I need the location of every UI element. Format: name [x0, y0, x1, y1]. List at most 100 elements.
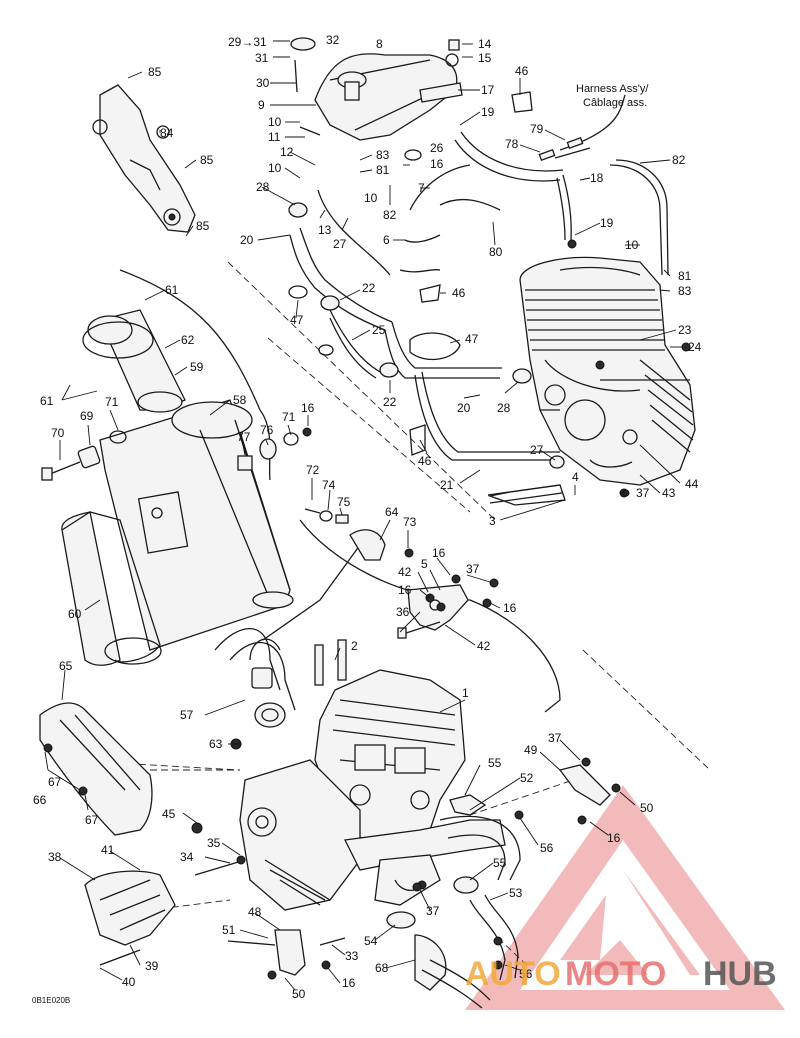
callout-20: 20 [457, 401, 471, 415]
callout-69: 69 [80, 409, 94, 423]
watermark-text: AUTO MOTO HUB [465, 955, 777, 993]
engine-lower [239, 669, 506, 911]
callout-11: 11 [268, 130, 281, 144]
callout-70: 70 [51, 426, 65, 440]
callout-76: 76 [260, 423, 274, 437]
callout-16: 16 [430, 157, 444, 171]
callout-39: 39 [145, 959, 159, 973]
callout-16: 16 [432, 546, 446, 560]
callout-62: 62 [181, 333, 195, 347]
callout-15: 15 [478, 51, 492, 65]
callout-16: 16 [342, 976, 356, 990]
clamps [288, 91, 584, 469]
callout-6: 6 [383, 233, 390, 247]
callout-54: 54 [364, 934, 378, 948]
callout-59: 59 [190, 360, 204, 374]
callout-16: 16 [503, 601, 517, 615]
callout-64: 64 [385, 505, 399, 519]
callout-37: 37 [548, 731, 562, 745]
callout-30: 30 [256, 76, 270, 90]
callout-67: 67 [48, 775, 62, 789]
callout-58: 58 [233, 393, 247, 407]
callout-10: 10 [268, 115, 282, 129]
hardware [99, 409, 630, 980]
callout-55: 55 [493, 856, 507, 870]
callout-51: 51 [222, 923, 236, 937]
muffler-assembly [41, 309, 312, 666]
callout-66: 66 [33, 793, 47, 807]
callout-53: 53 [509, 886, 523, 900]
callout-46: 46 [515, 64, 529, 78]
callout-labels: 29→31 31 32 8 14 15 85 30 17 46 9 19 10 … [33, 33, 702, 1001]
callout-27: 27 [333, 237, 347, 251]
callout-56: 56 [519, 967, 533, 981]
callout-78: 78 [505, 137, 519, 151]
callout-42: 42 [398, 565, 412, 579]
callout-56: 56 [540, 841, 554, 855]
callout-71: 71 [282, 410, 296, 424]
harness-note-line2: Câblage ass. [583, 97, 647, 109]
callout-85: 85 [196, 219, 210, 233]
callout-37: 37 [636, 486, 650, 500]
callout-32: 32 [326, 33, 340, 47]
watermark-text-hub: HUB [703, 955, 777, 993]
callout-22: 22 [362, 281, 376, 295]
callout-46: 46 [452, 286, 466, 300]
harness-note: Harness Ass'y/ Câblage ass. [576, 83, 649, 109]
callout-27: 27 [530, 443, 544, 457]
callout-43: 43 [662, 486, 676, 500]
callout-46: 46 [418, 454, 432, 468]
hoses [289, 131, 669, 504]
callout-19: 19 [481, 105, 495, 119]
callout-83: 83 [678, 284, 692, 298]
callout-19: 19 [600, 216, 614, 230]
callout-73: 73 [403, 515, 417, 529]
callout-16: 16 [398, 583, 412, 597]
callout-57: 57 [180, 708, 194, 722]
callout-72: 72 [306, 463, 320, 477]
callout-80: 80 [489, 245, 503, 259]
callout-14: 14 [478, 37, 492, 51]
callout-65: 65 [59, 659, 73, 673]
callout-22: 22 [383, 395, 397, 409]
watermark-text-auto: AUTO [465, 955, 561, 993]
callout-63: 63 [209, 737, 223, 751]
callout-18: 18 [590, 171, 604, 185]
callout-34: 34 [180, 850, 194, 864]
callout-24: 24 [688, 340, 702, 354]
callout-13: 13 [318, 223, 332, 237]
callout-61: 61 [165, 283, 179, 297]
harness-note-line1: Harness Ass'y/ [576, 83, 649, 95]
callout-45: 45 [162, 807, 176, 821]
callout-4: 4 [572, 470, 579, 484]
callout-67: 67 [85, 813, 99, 827]
callout-17: 17 [481, 83, 495, 97]
figure-reference: 0B1E020B [32, 996, 70, 1005]
callout-85: 85 [148, 65, 162, 79]
callout-74: 74 [322, 478, 336, 492]
callout-33: 33 [345, 949, 359, 963]
harness-lines [119, 94, 626, 713]
callout-85: 85 [200, 153, 214, 167]
callout-16: 16 [301, 401, 315, 415]
callout-1: 1 [462, 686, 469, 700]
watermark-logo [465, 785, 785, 1010]
callout-41: 41 [101, 843, 115, 857]
callout-81: 81 [678, 269, 692, 283]
callout-35: 35 [207, 836, 221, 850]
callout-7: 7 [418, 181, 425, 195]
dashed-leaders [61, 261, 711, 969]
watermark-text-moto: MOTO [565, 955, 666, 993]
callout-47: 47 [465, 332, 479, 346]
callout-9: 9 [258, 98, 265, 112]
heat-shields [39, 702, 176, 946]
callout-21: 21 [440, 478, 454, 492]
callout-23: 23 [678, 323, 692, 337]
callout-28: 28 [256, 180, 270, 194]
callout-82: 82 [383, 208, 397, 222]
callout-75: 75 [337, 495, 351, 509]
callout-52: 52 [520, 771, 534, 785]
callout-60: 60 [68, 607, 82, 621]
callout-55: 55 [488, 756, 502, 770]
